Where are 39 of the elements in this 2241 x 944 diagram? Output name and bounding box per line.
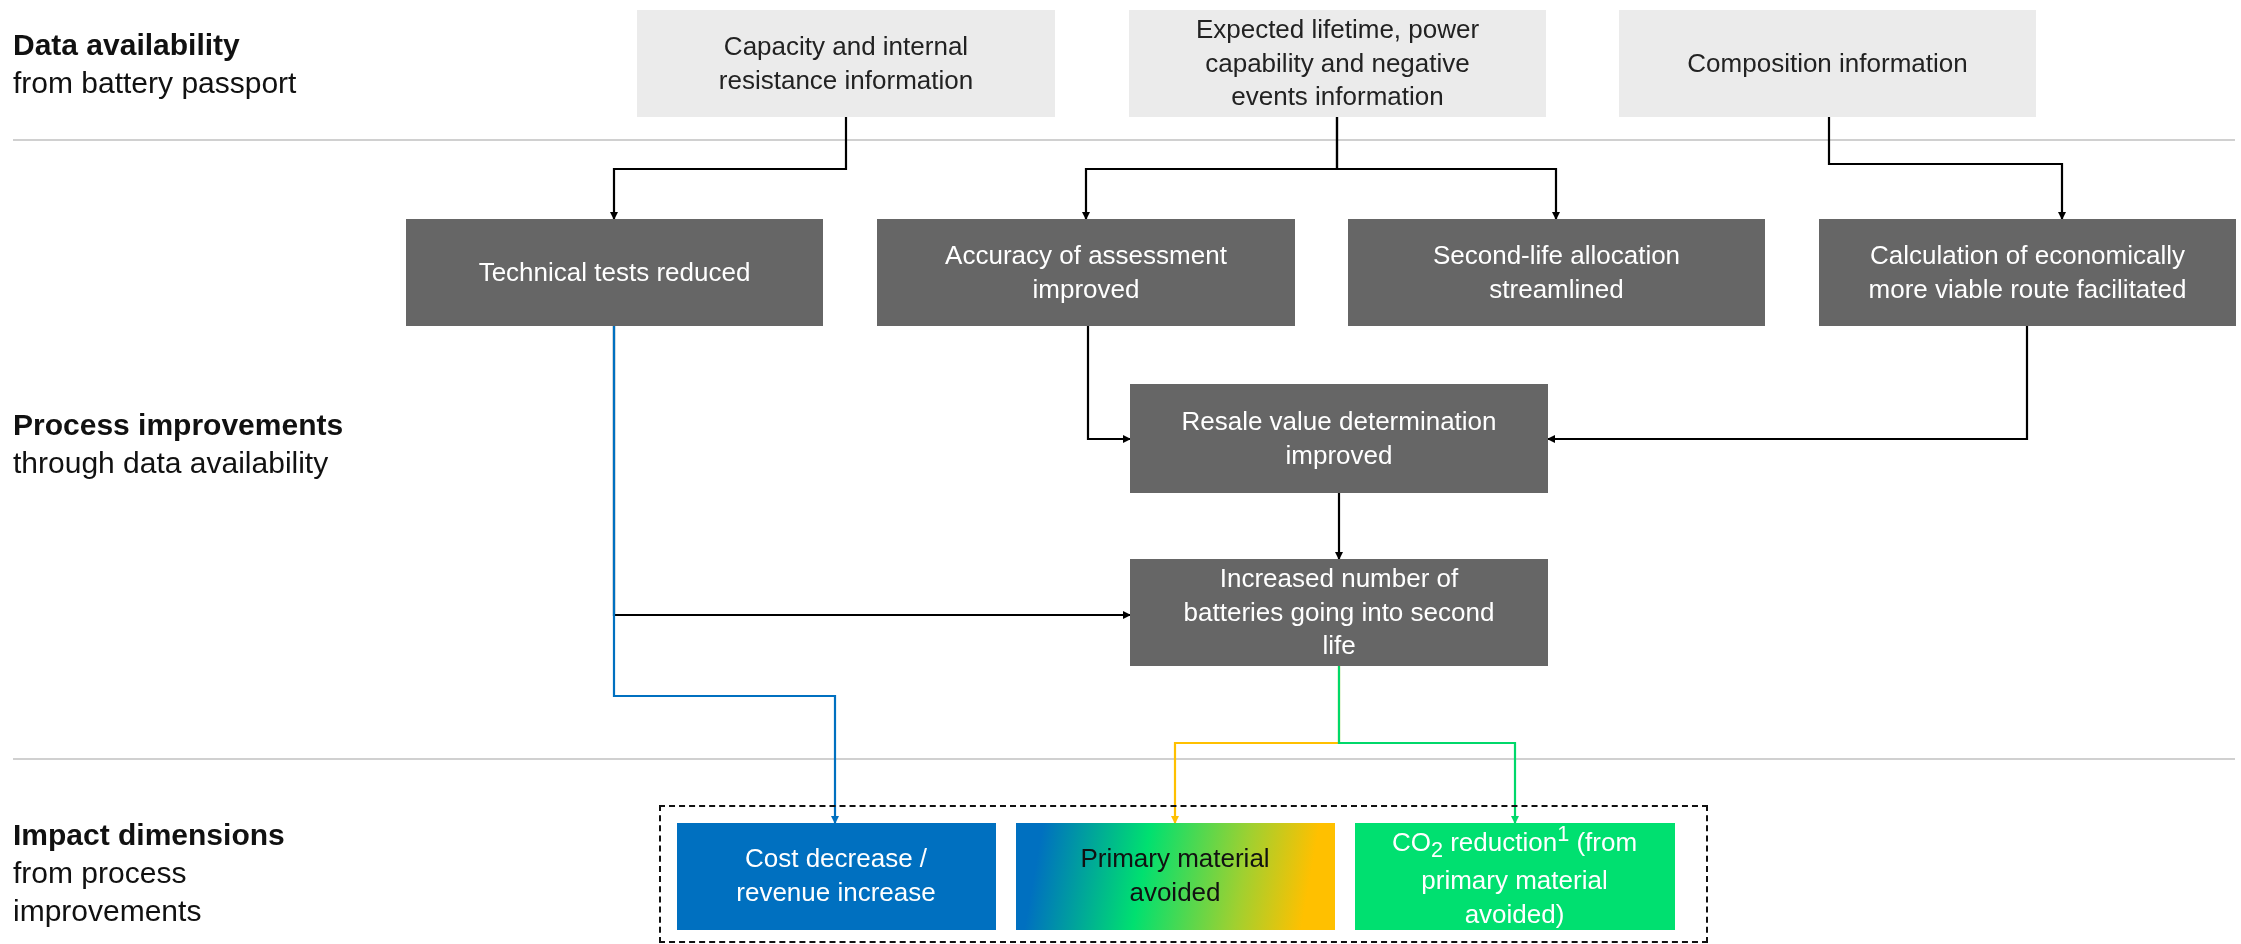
box-text: Expected lifetime, power capability and negative events information [1194,12,1481,114]
data-box [1129,10,1546,117]
data-box [1619,10,2036,117]
box-text: Resale value determination improved [1180,404,1498,472]
arrow [610,117,848,220]
dashed-group-box [659,805,1708,943]
box-text: Composition information [1686,46,1969,80]
arrow [1337,666,1519,824]
impact-box [1015,822,1335,930]
arrow [1547,326,2029,443]
data-box [637,10,1055,117]
section-subtitle: through data availability [13,445,329,481]
process-box [406,219,823,326]
box-text: CO$_{2}$ reduction$^{1}$ (from primary material avoided) [1390,820,1639,931]
box-text: Cost decrease / revenue increase [735,842,937,909]
process-box [877,219,1295,326]
section-heading: Data availability [13,27,240,63]
arrow [1335,117,1560,220]
box-text: Increased number of batteries going into second life [1182,561,1496,663]
section-heading: Process improvements [13,407,344,443]
box-text: Capacity and internal resistance information [717,29,975,97]
arrow [1086,326,1131,443]
arrow [1827,117,2066,220]
process-box [1819,219,2236,326]
process-box [1348,219,1765,326]
box-text: Technical tests reduced [477,255,752,289]
process-box [1130,384,1548,493]
box-text: Accuracy of assessment improved [944,238,1228,306]
box-text: Second-life allocation streamlined [1431,238,1682,306]
section-heading: Impact dimensions [13,817,285,853]
box-text: Calculation of economically more viable route facilitated [1867,238,2188,306]
process-box [1130,559,1548,666]
impact-box [1354,822,1675,930]
impact-box [676,822,996,930]
section-subtitle: from battery passport [13,65,297,101]
box-text: Primary material avoided [1079,842,1271,909]
arrow [612,326,839,824]
arrow [1335,493,1343,560]
section-subtitle: from process improvements [13,855,203,929]
